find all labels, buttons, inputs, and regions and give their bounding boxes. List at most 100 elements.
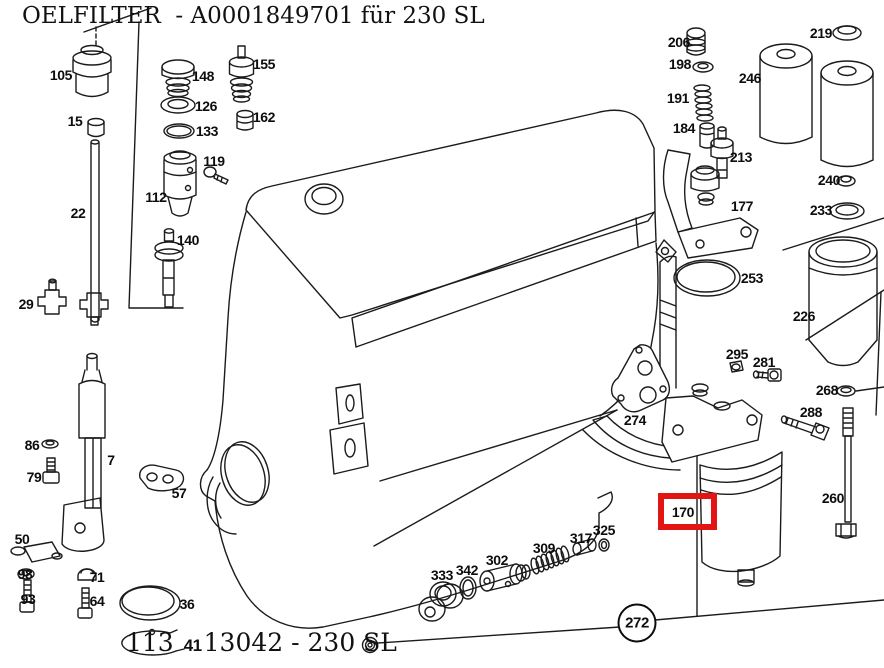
part-29-pump-gears (37, 278, 109, 326)
callout-140[interactable]: 140 (176, 232, 200, 248)
part-333-plug (429, 581, 464, 609)
part-57-gasket (139, 464, 185, 492)
part-184-piston (699, 122, 715, 149)
part-246-filter-element (759, 43, 813, 145)
callout-226[interactable]: 226 (792, 308, 816, 324)
callout-155[interactable]: 155 (252, 56, 276, 72)
part-50-clip (10, 541, 63, 563)
part-198-washer (692, 61, 714, 73)
callout-126[interactable]: 126 (194, 98, 218, 114)
part-170-filter-assembly (661, 383, 783, 587)
part-325-ring (598, 538, 610, 552)
part-133-o-ring (163, 123, 195, 139)
callout-86[interactable]: 86 (24, 437, 40, 453)
callout-240[interactable]: 240 (817, 172, 841, 188)
callout-93[interactable]: 93 (20, 591, 36, 607)
part-317-piston (572, 538, 597, 556)
callout-233[interactable]: 233 (809, 202, 833, 218)
callout-98[interactable]: 98 (17, 566, 33, 582)
callout-268[interactable]: 268 (815, 382, 839, 398)
callout-133[interactable]: 133 (195, 123, 219, 139)
footer-drawing-number: 13042 - 230 SL (203, 628, 397, 657)
part-206-plug (686, 27, 706, 56)
callout-79[interactable]: 79 (26, 469, 42, 485)
callout-170[interactable]: 170 (671, 504, 695, 520)
part-105-filler-cap (72, 44, 112, 98)
selected-part-highlight-box (658, 493, 717, 530)
callout-253[interactable]: 253 (740, 270, 764, 286)
callout-213[interactable]: 213 (729, 149, 753, 165)
callout-50[interactable]: 50 (14, 531, 30, 547)
part-98-seal (17, 568, 35, 580)
callout-274[interactable]: 274 (623, 412, 647, 428)
callout-22[interactable]: 22 (70, 205, 86, 221)
callout-246[interactable]: 246 (738, 70, 762, 86)
callout-260[interactable]: 260 (821, 490, 845, 506)
callout-191[interactable]: 191 (666, 90, 690, 106)
part-219-seal (832, 25, 862, 41)
callout-325[interactable]: 325 (592, 522, 616, 538)
callout-177[interactable]: 177 (730, 198, 754, 214)
callout-36[interactable]: 36 (179, 596, 195, 612)
callout-198[interactable]: 198 (668, 56, 692, 72)
part-140-shaft (154, 228, 184, 308)
callout-29[interactable]: 29 (18, 296, 34, 312)
part-191-spring (693, 84, 714, 122)
part-260-stud (835, 407, 857, 539)
part-71-half-washer (77, 568, 97, 581)
part-grommet (361, 636, 379, 654)
part-281-bolt (752, 368, 782, 382)
callout-119[interactable]: 119 (203, 153, 225, 169)
part-253-o-ring (673, 259, 741, 297)
callout-272[interactable]: 272 (617, 603, 657, 643)
callout-148[interactable]: 148 (191, 68, 215, 84)
callout-7[interactable]: 7 (107, 452, 115, 468)
part-64-bolt (77, 587, 93, 619)
part-226-filter-bowl (808, 236, 878, 367)
callout-162[interactable]: 162 (252, 109, 276, 125)
part-36-cover-plate (119, 585, 181, 621)
part-22-dipstick-tube (90, 139, 100, 323)
part-302-valve-body (479, 563, 531, 592)
engine-block-drawing (199, 109, 681, 629)
callout-15[interactable]: 15 (67, 113, 83, 129)
part-288-bolt (780, 415, 830, 441)
callout-71[interactable]: 71 (89, 569, 105, 585)
part-268-seal (836, 385, 856, 397)
part-155-valve (228, 45, 255, 103)
callout-342[interactable]: 342 (455, 562, 479, 578)
part-15-bushing (87, 117, 105, 138)
callout-57[interactable]: 57 (171, 485, 187, 501)
drawing-footer: 113 4113042 - 230 SL (126, 628, 397, 657)
part-148-plug (161, 59, 195, 98)
part-126-seal-ring (160, 96, 196, 114)
part-86-washer (41, 439, 59, 449)
callout-295[interactable]: 295 (725, 346, 749, 362)
page-title: OELFILTER - A0001849701 für 230 SL (22, 3, 485, 29)
part-119-screw (203, 166, 229, 185)
callout-288[interactable]: 288 (799, 404, 823, 420)
footer-model-number: 113 (126, 628, 174, 657)
callout-302[interactable]: 302 (485, 552, 509, 568)
part-342-ring (459, 576, 477, 600)
callout-105[interactable]: 105 (49, 67, 73, 83)
part-309-spring (530, 545, 570, 575)
callout-184[interactable]: 184 (672, 120, 696, 136)
part-233-seal-ring (829, 202, 865, 220)
callout-206[interactable]: 206 (667, 34, 691, 50)
callout-112[interactable]: 112 (145, 189, 167, 205)
callout-309[interactable]: 309 (532, 540, 556, 556)
part-circlip (121, 628, 185, 656)
callout-64[interactable]: 64 (89, 593, 105, 609)
part-162-bushing (236, 109, 254, 131)
callout-333[interactable]: 333 (430, 567, 454, 583)
callout-219[interactable]: 219 (809, 25, 833, 41)
part-177-filter-head (655, 149, 759, 263)
callout-281[interactable]: 281 (752, 354, 776, 370)
footer-group-number[interactable]: 41 (183, 636, 202, 655)
part-295-nut (729, 360, 744, 373)
callout-317[interactable]: 317 (569, 530, 593, 546)
